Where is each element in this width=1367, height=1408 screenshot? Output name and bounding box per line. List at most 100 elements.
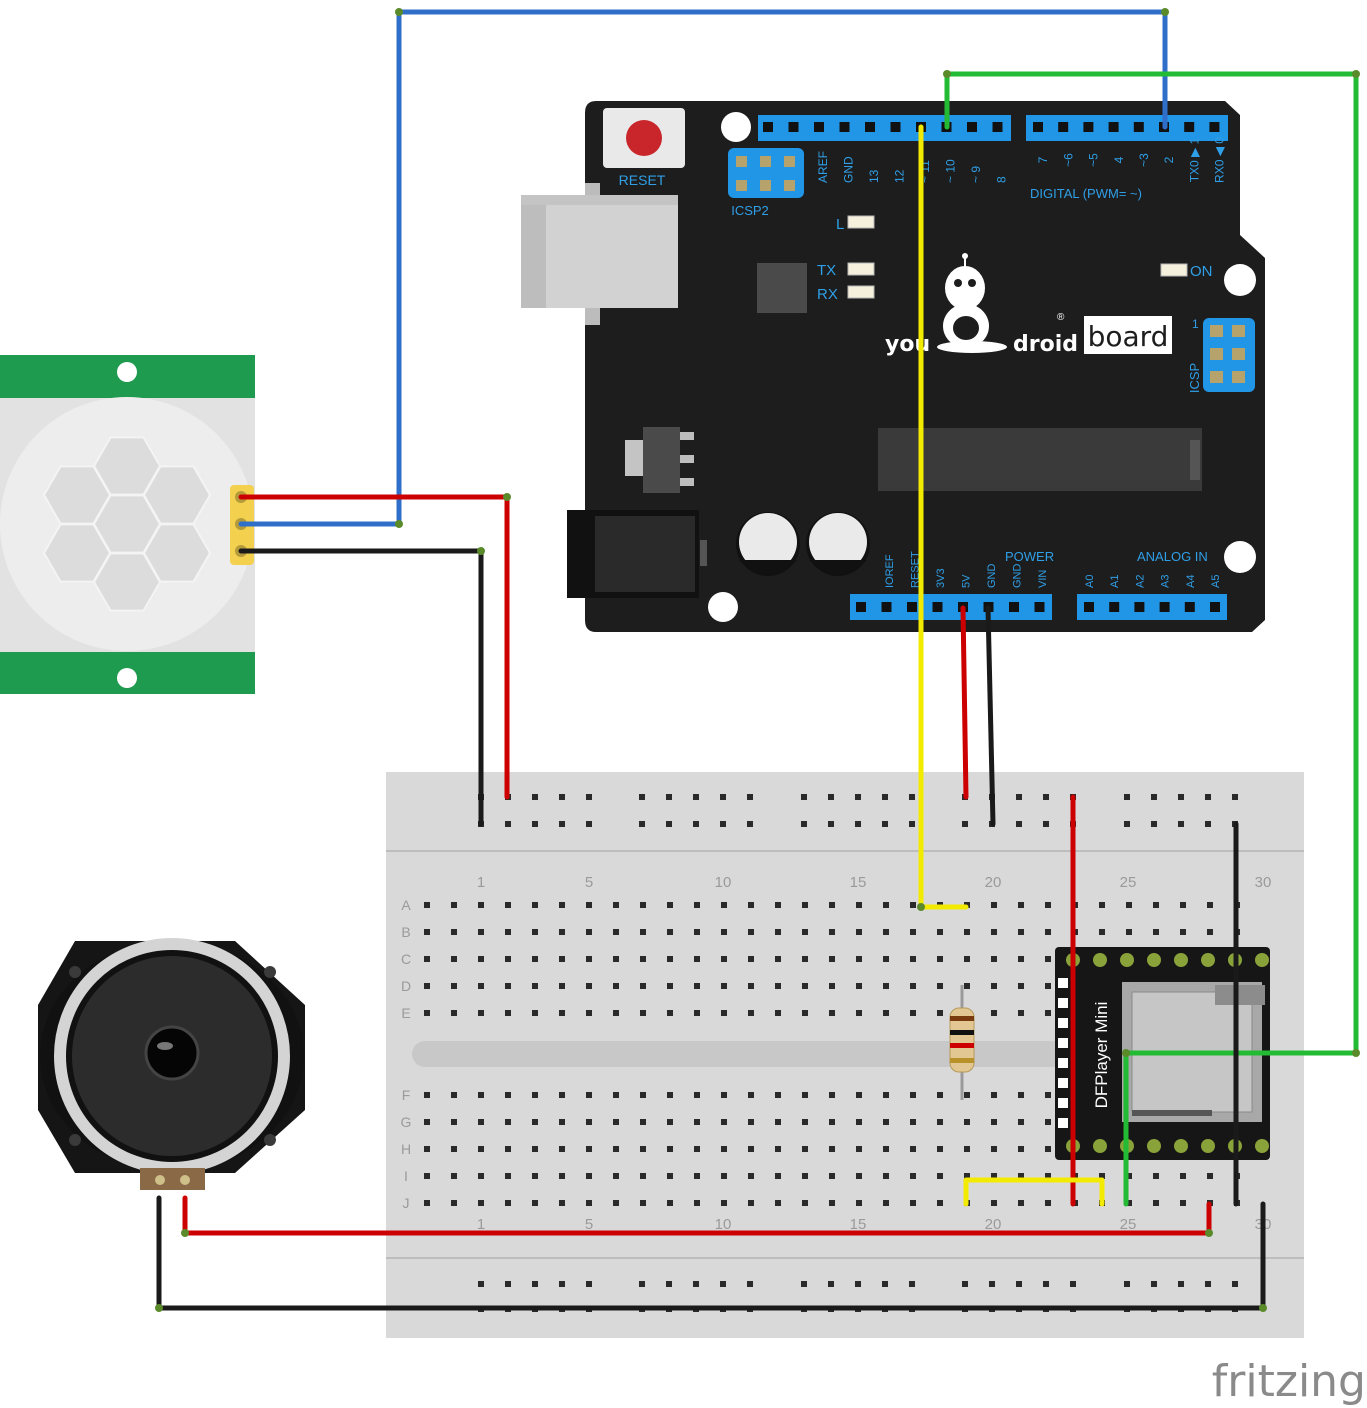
rail-hole[interactable] — [855, 1281, 861, 1287]
breadboard-hole[interactable] — [478, 1010, 484, 1016]
breadboard-hole[interactable] — [910, 1092, 916, 1098]
breadboard-hole[interactable] — [775, 1119, 781, 1125]
breadboard-hole[interactable] — [802, 956, 808, 962]
breadboard-hole[interactable] — [991, 929, 997, 935]
breadboard-hole[interactable] — [559, 1119, 565, 1125]
header-pin[interactable] — [1084, 602, 1094, 612]
dfplayer-pin[interactable] — [1174, 953, 1188, 967]
breadboard-hole[interactable] — [1045, 956, 1051, 962]
rail-hole[interactable] — [693, 794, 699, 800]
rail-hole[interactable] — [720, 794, 726, 800]
rail-hole[interactable] — [559, 1281, 565, 1287]
breadboard-hole[interactable] — [1045, 1119, 1051, 1125]
breadboard-hole[interactable] — [478, 1173, 484, 1179]
wire-black-gnd[interactable] — [985, 605, 996, 827]
breadboard-hole[interactable] — [640, 902, 646, 908]
breadboard-hole[interactable] — [1018, 983, 1024, 989]
rail-hole[interactable] — [801, 794, 807, 800]
breadboard-hole[interactable] — [451, 1092, 457, 1098]
rail-hole[interactable] — [1232, 1281, 1238, 1287]
rail-hole[interactable] — [1205, 1281, 1211, 1287]
breadboard-hole[interactable] — [505, 1200, 511, 1206]
header-pin[interactable] — [907, 602, 917, 612]
breadboard-hole[interactable] — [478, 1092, 484, 1098]
breadboard-hole[interactable] — [451, 1200, 457, 1206]
breadboard-hole[interactable] — [1018, 1146, 1024, 1152]
breadboard-hole[interactable] — [505, 1119, 511, 1125]
rail-hole[interactable] — [693, 1281, 699, 1287]
breadboard-hole[interactable] — [829, 1119, 835, 1125]
dfplayer-pin[interactable] — [1174, 1139, 1188, 1153]
breadboard-hole[interactable] — [640, 983, 646, 989]
breadboard-hole[interactable] — [1099, 929, 1105, 935]
breadboard-hole[interactable] — [451, 956, 457, 962]
breadboard-hole[interactable] — [532, 983, 538, 989]
rail-hole[interactable] — [828, 821, 834, 827]
breadboard-hole[interactable] — [505, 929, 511, 935]
breadboard-hole[interactable] — [613, 1173, 619, 1179]
rail-hole[interactable] — [962, 821, 968, 827]
breadboard-hole[interactable] — [802, 1146, 808, 1152]
breadboard-hole[interactable] — [910, 1146, 916, 1152]
breadboard-hole[interactable] — [1045, 902, 1051, 908]
wire-red-pir-vcc[interactable] — [238, 494, 510, 800]
breadboard-hole[interactable] — [694, 929, 700, 935]
rail-hole[interactable] — [693, 821, 699, 827]
rail-hole[interactable] — [882, 794, 888, 800]
breadboard-hole[interactable] — [964, 1173, 970, 1179]
breadboard-hole[interactable] — [748, 1173, 754, 1179]
breadboard-hole[interactable] — [748, 1010, 754, 1016]
breadboard-hole[interactable] — [505, 1092, 511, 1098]
breadboard-hole[interactable] — [1153, 902, 1159, 908]
breadboard-hole[interactable] — [1018, 902, 1024, 908]
breadboard-hole[interactable] — [667, 956, 673, 962]
breadboard-hole[interactable] — [667, 983, 673, 989]
breadboard-hole[interactable] — [1045, 1200, 1051, 1206]
breadboard-hole[interactable] — [883, 1119, 889, 1125]
breadboard-hole[interactable] — [1153, 1173, 1159, 1179]
header-pin[interactable] — [1083, 122, 1094, 132]
wire-green-d10-to-dfplayer[interactable] — [944, 71, 1359, 1207]
breadboard-hole[interactable] — [667, 1010, 673, 1016]
breadboard-hole[interactable] — [694, 1119, 700, 1125]
rail-hole[interactable] — [586, 794, 592, 800]
breadboard-hole[interactable] — [586, 1119, 592, 1125]
breadboard-hole[interactable] — [559, 1173, 565, 1179]
header-pin[interactable] — [1159, 602, 1170, 612]
breadboard-hole[interactable] — [424, 1119, 430, 1125]
breadboard-hole[interactable] — [937, 983, 943, 989]
header-pin[interactable] — [1108, 122, 1119, 132]
rail-hole[interactable] — [1178, 794, 1184, 800]
breadboard-hole[interactable] — [856, 956, 862, 962]
breadboard-hole[interactable] — [613, 1119, 619, 1125]
breadboard-hole[interactable] — [451, 983, 457, 989]
breadboard-hole[interactable] — [667, 1119, 673, 1125]
resistor[interactable] — [949, 985, 975, 1100]
breadboard-hole[interactable] — [559, 1010, 565, 1016]
breadboard-hole[interactable] — [559, 1146, 565, 1152]
breadboard-hole[interactable] — [991, 1173, 997, 1179]
breadboard-hole[interactable] — [1180, 929, 1186, 935]
header-pin[interactable] — [1209, 122, 1220, 132]
breadboard-hole[interactable] — [991, 902, 997, 908]
breadboard-hole[interactable] — [775, 1146, 781, 1152]
rail-hole[interactable] — [559, 794, 565, 800]
breadboard-hole[interactable] — [667, 1173, 673, 1179]
breadboard-hole[interactable] — [451, 929, 457, 935]
breadboard-hole[interactable] — [667, 1092, 673, 1098]
breadboard-hole[interactable] — [721, 929, 727, 935]
rail-hole[interactable] — [1151, 794, 1157, 800]
breadboard-hole[interactable] — [694, 1010, 700, 1016]
breadboard-hole[interactable] — [1099, 902, 1105, 908]
header-pin[interactable] — [1009, 602, 1019, 612]
breadboard-hole[interactable] — [991, 956, 997, 962]
breadboard-hole[interactable] — [964, 956, 970, 962]
rail-hole[interactable] — [1016, 1281, 1022, 1287]
rail-hole[interactable] — [1205, 821, 1211, 827]
header-pin[interactable] — [1184, 602, 1195, 612]
breadboard-hole[interactable] — [721, 1200, 727, 1206]
breadboard-hole[interactable] — [964, 929, 970, 935]
breadboard-hole[interactable] — [856, 929, 862, 935]
rail-hole[interactable] — [828, 1281, 834, 1287]
breadboard-hole[interactable] — [856, 1010, 862, 1016]
